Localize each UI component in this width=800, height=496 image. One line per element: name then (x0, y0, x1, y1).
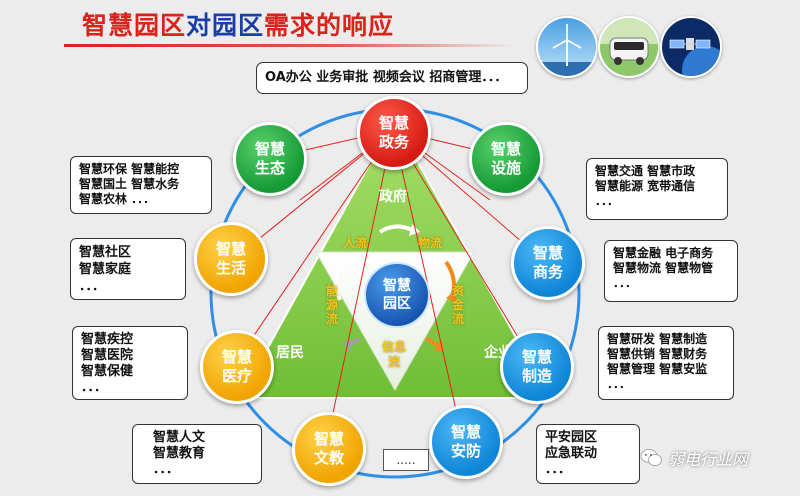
watermark: 弱电行业网 (640, 446, 748, 470)
box-government-services: OA办公 业务审批 视频会议 招商管理．．． (256, 62, 528, 94)
flow-arrow-top (378, 224, 413, 234)
box-manufacturing-services: 智慧研发 智慧制造 智慧供销 智慧财务 智慧管理 智慧安监 ．．． (598, 326, 734, 400)
triangle-label-government: 政府 (379, 189, 407, 205)
node-label-line2: 生态 (254, 159, 285, 177)
node-label-line1: 智慧 (521, 348, 552, 366)
box-line: ．．． (153, 462, 180, 477)
flow-arrow-bottom-right (424, 336, 440, 348)
node-smart-living[interactable]: 智慧 生活 (194, 222, 268, 296)
box-line: 智慧人文 (153, 430, 206, 445)
node-label-line2: 设施 (490, 159, 521, 177)
node-label-line1: 智慧 (221, 348, 252, 366)
box-line: 智慧管理 智慧安监 (607, 362, 708, 376)
title-part1: 智慧园区 (82, 11, 187, 40)
watermark-text: 弱电行业网 (668, 450, 749, 469)
center-node-line1: 智慧 (383, 278, 411, 294)
node-smart-healthcare[interactable]: 智慧 医疗 (200, 330, 274, 404)
box-line: 智慧农林 ．．． (79, 192, 156, 206)
box-line: 智慧供销 智慧财务 (607, 347, 708, 361)
node-smart-manufacturing[interactable]: 智慧 制造 (500, 330, 574, 404)
node-label-line2: 商务 (532, 263, 563, 281)
center-node-line2: 园区 (383, 296, 411, 312)
box-line: 智慧家庭 (79, 262, 132, 277)
node-label-line1: 智慧 (215, 240, 246, 258)
more-items-box: ..... (383, 449, 429, 471)
center-node-smart-park[interactable]: 智慧 园区 (364, 262, 430, 328)
node-smart-education[interactable]: 智慧 文教 (292, 412, 366, 486)
flow-label-energy: 能源流 (326, 284, 339, 326)
node-smart-ecology[interactable]: 智慧 生态 (233, 122, 307, 196)
box-living-services: 智慧社区 智慧家庭 ．．． (70, 238, 186, 300)
node-label-line2: 制造 (521, 367, 552, 385)
node-label-line1: 智慧 (378, 114, 409, 132)
box-line: 智慧疾控 (81, 332, 134, 347)
triangle-label-residents: 居民 (276, 345, 304, 361)
flow-label-information: 信息流 (381, 340, 406, 369)
node-label-line2: 医疗 (221, 367, 252, 385)
node-label-line1: 智慧 (313, 430, 344, 448)
flow-label-capital: 资金流 (452, 284, 465, 326)
box-line: 智慧社区 (79, 245, 132, 260)
box-commerce-services: 智慧金融 电子商务 智慧物流 智慧物管 ．．． (604, 240, 738, 302)
box-line: ．．． (607, 377, 632, 391)
node-label-line2: 生活 (215, 259, 246, 277)
title-part2: 对园区 (186, 11, 265, 40)
box-line: ．．． (613, 276, 638, 290)
electric-vehicle-photo (598, 16, 660, 78)
node-smart-government[interactable]: 智慧 政务 (357, 96, 431, 170)
wind-turbine-photo (536, 16, 598, 78)
page-title: 智慧园区对园区需求的响应 (82, 6, 394, 42)
box-line: 智慧能源 宽带通信 (595, 179, 696, 193)
node-label-line1: 智慧 (532, 244, 563, 262)
node-label-line2: 安防 (450, 442, 481, 460)
node-label-line1: 智慧 (450, 423, 481, 441)
node-label-line2: 文教 (313, 449, 344, 467)
box-security-services: 平安园区 应急联动 ．．． (536, 424, 640, 484)
box-line: 智慧环保 智慧能控 (79, 162, 180, 176)
node-label-line1: 智慧 (254, 140, 285, 158)
box-line: ．．． (79, 279, 106, 294)
box-line: 智慧国土 智慧水务 (79, 177, 180, 191)
flow-label-people: 人流 (343, 236, 368, 250)
box-line: 智慧医院 (81, 348, 134, 363)
box-line: 智慧金融 电子商务 (613, 246, 714, 260)
box-ecology-services: 智慧环保 智慧能控 智慧国土 智慧水务 智慧农林 ．．． (70, 156, 212, 214)
title-part3: 需求的响应 (264, 11, 395, 40)
box-education-services: 智慧人文 智慧教育 ．．． (132, 424, 262, 484)
box-line: 智慧教育 (153, 446, 206, 461)
flow-arrow-left (334, 265, 342, 301)
box-line: 智慧物流 智慧物管 (613, 261, 714, 275)
satellite-photo (660, 16, 722, 78)
box-line: 智慧研发 智慧制造 (607, 332, 708, 346)
node-smart-facilities[interactable]: 智慧 设施 (469, 122, 543, 196)
box-line: 智慧保健 (81, 364, 134, 379)
box-line: ．．． (81, 380, 108, 395)
box-line: OA办公 业务审批 视频会议 招商管理．．． (265, 70, 508, 85)
node-smart-commerce[interactable]: 智慧 商务 (511, 226, 585, 300)
box-line: 平安园区 (545, 430, 598, 445)
title-underline (64, 44, 516, 47)
box-healthcare-services: 智慧疾控 智慧医院 智慧保健 ．．． (72, 326, 188, 400)
node-label-line2: 政务 (378, 133, 409, 151)
flow-label-goods: 物流 (418, 236, 443, 250)
node-label-line1: 智慧 (490, 140, 521, 158)
box-facilities-services: 智慧交通 智慧市政 智慧能源 宽带通信 ．．． (586, 158, 728, 220)
box-line: ．．． (595, 194, 620, 208)
box-line: 应急联动 (545, 446, 598, 461)
box-line: ．．． (545, 462, 572, 477)
node-smart-security[interactable]: 智慧 安防 (429, 405, 503, 479)
box-line: 智慧交通 智慧市政 (595, 164, 696, 178)
wechat-icon (640, 449, 662, 466)
